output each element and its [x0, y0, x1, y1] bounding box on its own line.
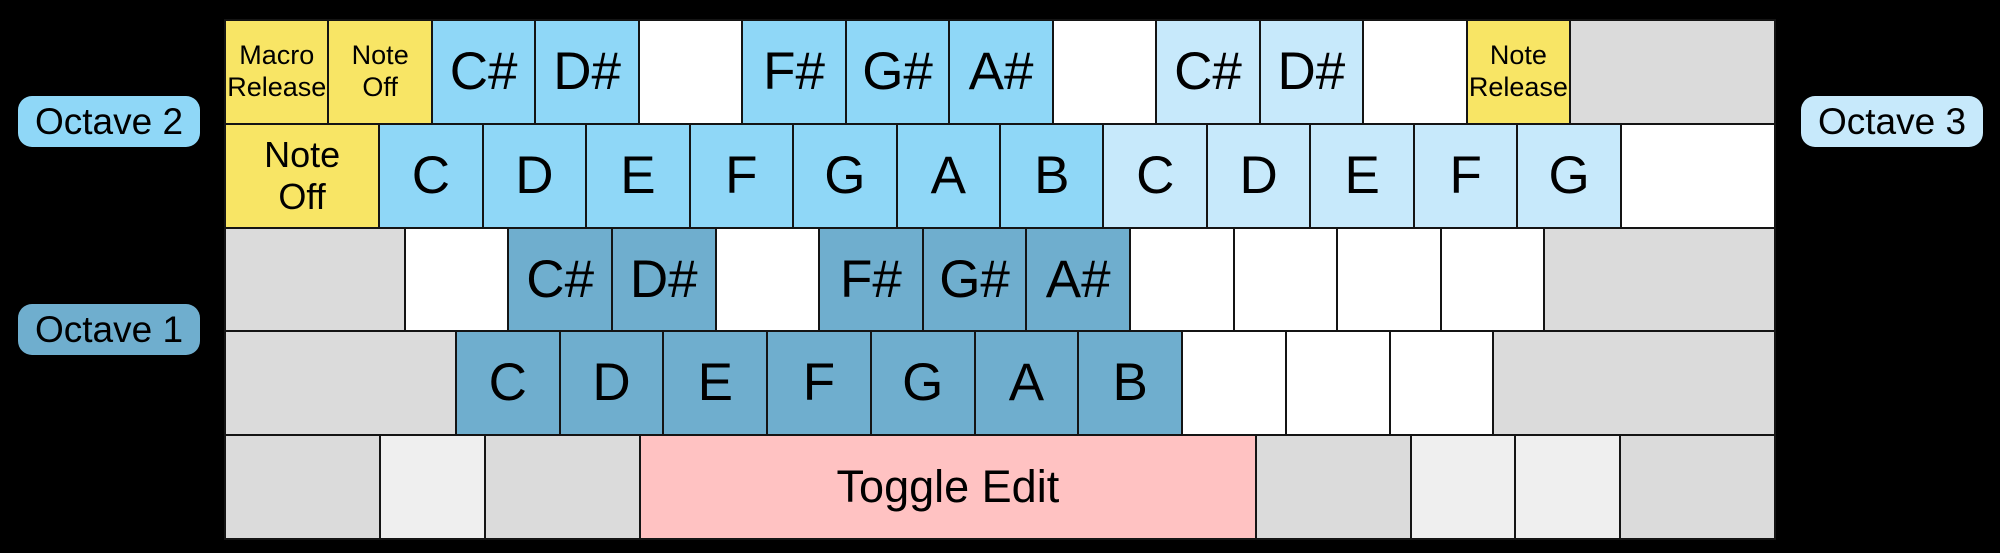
key-dsharp-octave2: D#	[536, 21, 638, 123]
key-right-ctrl	[1620, 436, 1775, 538]
key-unassigned	[1234, 228, 1337, 331]
key-a-octave2: A	[897, 124, 1000, 227]
key-left-win	[381, 436, 484, 538]
key-left-alt	[485, 436, 640, 538]
key-menu	[1516, 436, 1619, 538]
key-gsharp-octave2: G#	[846, 21, 949, 123]
key-csharp-octave1: C#	[509, 228, 611, 331]
modifier-row: Toggle Edit	[226, 436, 1775, 538]
key-left-ctrl	[226, 436, 380, 538]
key-capslock	[226, 228, 404, 331]
key-e-octave3: E	[1311, 124, 1413, 227]
key-right-shift	[1494, 332, 1775, 435]
key-f-octave3: F	[1414, 124, 1517, 227]
key-note-release: Note Release	[1467, 21, 1570, 123]
key-unassigned	[639, 21, 742, 123]
key-tab-note-off: Note Off	[226, 124, 379, 227]
key-csharp-octave3: C#	[1157, 21, 1259, 123]
key-b-octave1: B	[1079, 332, 1182, 435]
home-row: C#D# F#G#A#	[226, 228, 1774, 331]
key-fsharp-octave1: F#	[820, 228, 922, 331]
octave-1-label: Octave 1	[18, 304, 200, 355]
key-a-octave1: A	[975, 332, 1078, 435]
key-fsharp-octave2: F#	[743, 21, 845, 123]
key-backslash	[1621, 124, 1775, 227]
key-unassigned	[1441, 228, 1544, 331]
key-macro-release: Macro Release	[226, 21, 328, 123]
key-g-octave3: G	[1518, 124, 1620, 227]
octave-2-label: Octave 2	[18, 96, 200, 147]
key-unassigned	[405, 228, 508, 331]
key-unassigned	[1286, 332, 1389, 435]
octave-3-label: Octave 3	[1801, 96, 1983, 147]
key-left-shift	[226, 332, 455, 435]
key-dsharp-octave3: D#	[1260, 21, 1363, 123]
key-unassigned	[716, 228, 819, 331]
key-d-octave3: D	[1207, 124, 1310, 227]
key-unassigned	[1390, 332, 1493, 435]
key-unassigned	[1338, 228, 1440, 331]
key-e-octave1: E	[664, 332, 767, 435]
key-space-toggle-edit: Toggle Edit	[641, 436, 1255, 538]
key-f-octave1: F	[768, 332, 870, 435]
key-b-octave2: B	[1001, 124, 1103, 227]
key-right-win	[1412, 436, 1515, 538]
key-unassigned	[1130, 228, 1233, 331]
key-g-octave2: G	[794, 124, 896, 227]
key-d-octave2: D	[483, 124, 586, 227]
key-csharp-octave2: C#	[432, 21, 535, 123]
key-backspace	[1571, 21, 1775, 123]
key-enter	[1545, 228, 1774, 331]
key-note-off: Note Off	[329, 21, 431, 123]
key-right-alt	[1256, 436, 1411, 538]
key-unassigned	[1183, 332, 1285, 435]
key-c-octave1: C	[456, 332, 559, 435]
key-e-octave2: E	[587, 124, 689, 227]
key-d-octave1: D	[560, 332, 663, 435]
key-gsharp-octave1: G#	[923, 228, 1026, 331]
key-asharp-octave2: A#	[950, 21, 1052, 123]
key-asharp-octave1: A#	[1027, 228, 1129, 331]
key-g-octave1: G	[871, 332, 974, 435]
key-f-octave2: F	[690, 124, 793, 227]
key-c-octave2: C	[380, 124, 482, 227]
key-c-octave3: C	[1104, 124, 1206, 227]
key-dsharp-octave1: D#	[612, 228, 715, 331]
key-unassigned	[1364, 21, 1466, 123]
key-unassigned	[1053, 21, 1156, 123]
